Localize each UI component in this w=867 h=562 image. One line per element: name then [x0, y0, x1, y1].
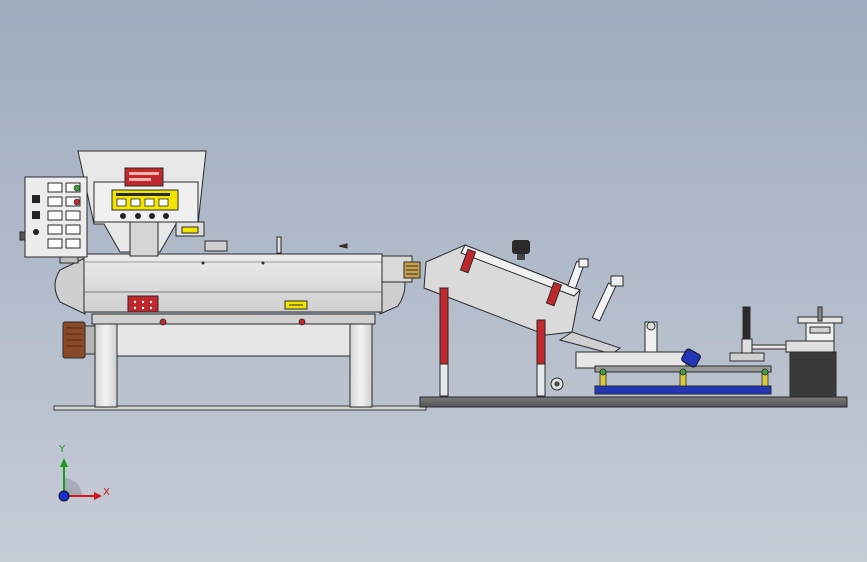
press-unit [785, 306, 843, 398]
conveyor-belt [54, 253, 413, 315]
feeder-springs [567, 258, 624, 322]
x-axis-label: X [103, 487, 110, 498]
hopper-yellow-panel [111, 189, 179, 219]
z-axis-dot [58, 490, 70, 502]
axis-triad[interactable] [58, 458, 102, 502]
conveyor-fasteners [159, 261, 306, 326]
x-axis-arrow-head [94, 492, 102, 500]
inclined-feeder [423, 244, 622, 355]
base-plate-right [419, 396, 848, 408]
base-plate-left [53, 405, 427, 411]
drive-motor [62, 321, 96, 359]
feeder-knob [512, 240, 530, 260]
transfer-roller [403, 261, 421, 279]
conveyor-top-fittings [276, 236, 348, 254]
shake-table-springs [599, 368, 769, 387]
y-axis-label: Y [59, 444, 66, 455]
hopper-red-nameplate [124, 167, 164, 187]
shake-table-blue-fitting [681, 348, 701, 368]
y-axis-arrow-head [60, 458, 68, 467]
main-frame-legs [91, 313, 376, 408]
feeder-legs [439, 287, 564, 397]
feeder-red-clamps [459, 248, 563, 307]
triad-quadrant-shape [64, 478, 82, 496]
vertical-post [729, 306, 765, 362]
control-cabinet-buttons [32, 182, 81, 249]
conveyor-yellow-label [284, 300, 308, 310]
hopper-red-block [127, 295, 159, 313]
